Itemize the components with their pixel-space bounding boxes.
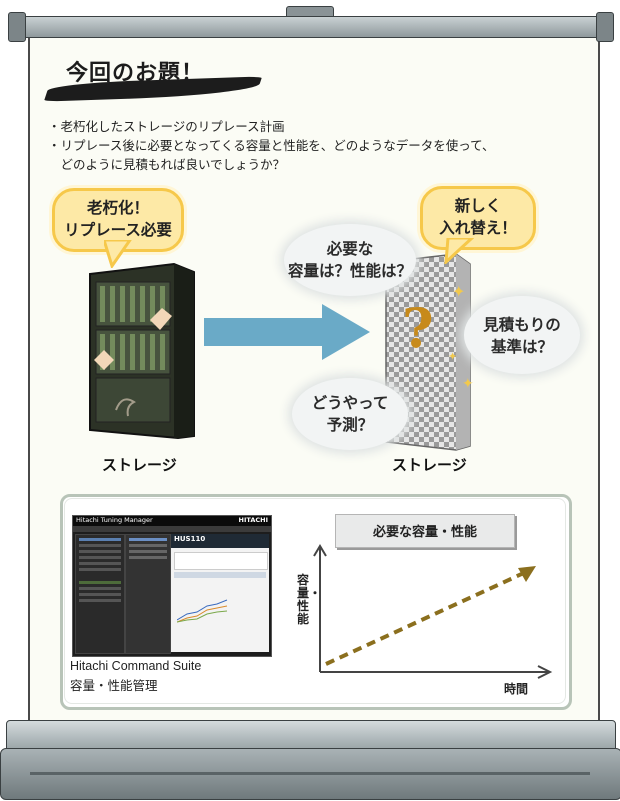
capacity-question-cloud: 必要な 容量は？性能は？: [284, 224, 416, 296]
sparkle-icon: ✦: [462, 376, 474, 392]
page-title: 今回のお題！: [66, 61, 205, 86]
ss-window-title: Hitachi Tuning Manager: [76, 516, 153, 524]
chart-y-axis-arrowhead: [313, 544, 327, 557]
old-bubble-line1: 老朽化！: [86, 199, 149, 217]
old-bubble-tail: [104, 240, 132, 268]
scroll-top-cap-right: [596, 12, 614, 42]
bottom-panel-inner: [64, 498, 566, 704]
ss-system-name: HUS110: [174, 535, 206, 543]
ss-nav-pane: [75, 534, 125, 654]
scroll-top-bar: [18, 16, 604, 38]
bullet-3: どのように見積もれば良いでしょうか？: [48, 157, 286, 172]
chart-trend-arrowhead: [518, 566, 536, 582]
chart-trend-line: [325, 570, 527, 666]
chart-x-axis-arrowhead: [537, 665, 553, 679]
sparkle-icon: ✦: [448, 350, 458, 363]
new-storage-rack: [385, 253, 471, 451]
ss-titlebar: Hitachi Tuning Manager HITACHI: [73, 516, 271, 526]
chart-x-label: 時間: [504, 682, 529, 696]
old-bubble-line2: リプレース必要: [64, 221, 172, 239]
ss-brand: HITACHI: [238, 516, 268, 524]
criteria-cloud-line1: 見積もりの: [483, 316, 561, 334]
replace-arrow-icon: [204, 304, 370, 360]
ss-main-pane: HUS110: [171, 534, 269, 652]
forecast-question-cloud: どうやって 予測？: [292, 378, 408, 450]
old-storage-rack: [89, 262, 195, 440]
chart-title-box: [335, 514, 515, 548]
chart-title: 必要な容量・性能: [372, 525, 477, 540]
criteria-cloud-line2: 基準は？: [490, 338, 553, 356]
old-storage-speech-bubble: 老朽化！ リプレース必要: [52, 188, 184, 252]
capacity-cloud-line2: 容量は？性能は？: [287, 262, 412, 280]
forecast-cloud-line2: 予測？: [326, 416, 374, 434]
forecast-cloud-line1: どうやって: [311, 394, 389, 412]
new-bubble-tail: [444, 238, 474, 264]
sparkle-icon: ✦: [452, 282, 466, 301]
ss-menubar: [73, 526, 271, 532]
tuning-manager-screenshot: Hitachi Tuning Manager HITACHI HUS110: [72, 515, 272, 657]
new-storage-label: ストレージ: [392, 456, 467, 474]
bullet-2: ・リプレース後に必要となってくる容量と性能を、どのようなデータを使って、: [48, 138, 495, 153]
old-storage-label: ストレージ: [102, 456, 177, 474]
product-name: Hitachi Command Suite: [70, 659, 202, 673]
growth-trend-chart: [313, 544, 553, 679]
question-mark-icon: ?: [402, 296, 434, 360]
criteria-question-cloud: 見積もりの 基準は？: [464, 296, 580, 374]
ss-tree-pane: [125, 534, 171, 654]
new-bubble-line1: 新しく: [454, 197, 502, 215]
stand-base-line: [30, 772, 590, 775]
new-bubble-line2: 入れ替え！: [439, 219, 517, 237]
capacity-cloud-line1: 必要な: [326, 240, 374, 258]
new-storage-speech-bubble: 新しく 入れ替え！: [420, 186, 536, 250]
product-subtitle: 容量・性能管理: [70, 678, 158, 693]
bullet-1: ・老朽化したストレージのリプレース計画: [48, 119, 285, 134]
scroll-top-cap-left: [8, 12, 26, 42]
ss-mini-chart: [177, 599, 228, 623]
stand-bottom-bar: [6, 720, 616, 752]
